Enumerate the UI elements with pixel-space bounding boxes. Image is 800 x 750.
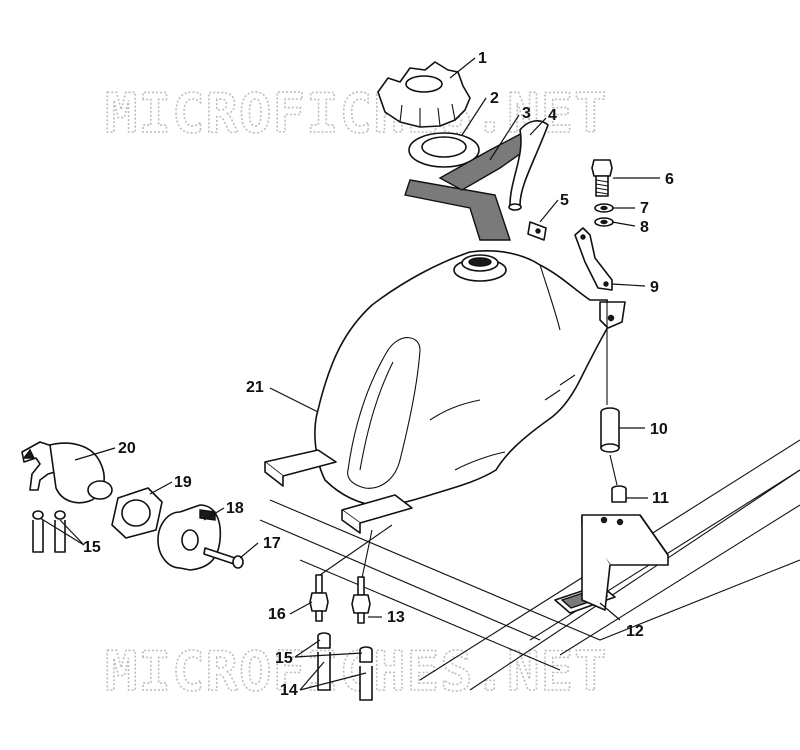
fuel-tank bbox=[264, 250, 626, 534]
callout-6: 6 bbox=[665, 171, 674, 188]
washer-8 bbox=[594, 217, 614, 227]
tank-bracket bbox=[574, 227, 613, 291]
fuel-cap bbox=[377, 61, 471, 128]
callout-1: 1 bbox=[478, 50, 487, 67]
watermark-bottom: MICROFICHES.NET bbox=[105, 640, 608, 703]
callout-9: 9 bbox=[650, 279, 659, 296]
hex-nut bbox=[111, 487, 163, 539]
callout-15-left: 15 bbox=[83, 539, 101, 556]
callout-16: 16 bbox=[268, 606, 286, 623]
callout-8: 8 bbox=[640, 219, 649, 236]
valve-knob bbox=[157, 504, 222, 571]
callout-14: 14 bbox=[280, 682, 298, 699]
spacer bbox=[611, 485, 627, 503]
hose-clamps-bottom bbox=[317, 632, 373, 701]
callout-15-bottom: 15 bbox=[275, 650, 293, 667]
callout-19: 19 bbox=[174, 474, 192, 491]
leader-lines bbox=[39, 57, 660, 691]
callout-20: 20 bbox=[118, 440, 136, 457]
vent-fitting bbox=[527, 221, 547, 241]
callout-7: 7 bbox=[640, 200, 649, 217]
callout-4: 4 bbox=[548, 107, 557, 124]
fuel-valve bbox=[21, 441, 113, 504]
callout-labels: 1 2 3 4 5 6 7 8 9 10 11 12 13 14 15 15 1… bbox=[83, 50, 674, 699]
fitting-right bbox=[351, 576, 371, 624]
callout-3: 3 bbox=[522, 105, 531, 122]
callout-5: 5 bbox=[560, 192, 569, 209]
hose-clamps-left bbox=[32, 510, 66, 553]
callout-13: 13 bbox=[387, 609, 405, 626]
bolt bbox=[591, 159, 613, 197]
callout-18: 18 bbox=[226, 500, 244, 517]
screw bbox=[203, 547, 244, 569]
callout-11: 11 bbox=[652, 490, 669, 507]
spacer-sleeve bbox=[600, 407, 620, 453]
callout-12: 12 bbox=[626, 623, 644, 640]
callout-21: 21 bbox=[246, 379, 264, 396]
callout-2: 2 bbox=[490, 90, 499, 107]
washer-7 bbox=[594, 203, 614, 213]
vent-hose bbox=[508, 120, 549, 211]
frame-mount-bracket bbox=[581, 514, 669, 611]
callout-17: 17 bbox=[263, 535, 281, 552]
cap-gasket bbox=[408, 132, 480, 168]
callout-10: 10 bbox=[650, 421, 668, 438]
fitting-left bbox=[309, 574, 329, 622]
